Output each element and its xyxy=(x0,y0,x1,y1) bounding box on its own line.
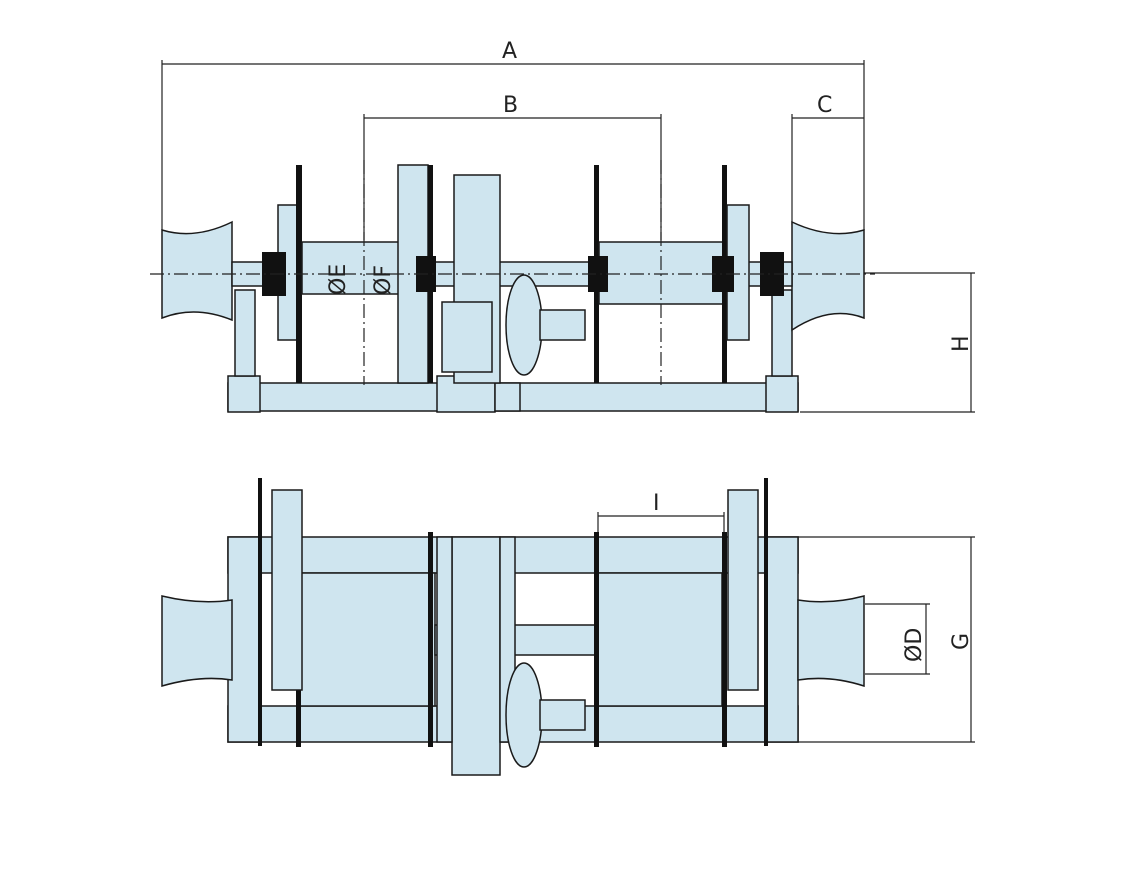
dimension-label-c: C xyxy=(817,93,832,118)
elevation-view: A B C ØE ØF H xyxy=(150,39,975,413)
dimension-label-d: ØD xyxy=(902,628,927,662)
dimension-label-e: ØE xyxy=(326,264,351,295)
dimension-label-g: G xyxy=(949,633,974,650)
plan-view: I ØD G xyxy=(161,478,975,776)
dimension-label-i: I xyxy=(653,491,660,516)
dimension-label-b: B xyxy=(503,93,518,118)
dimension-label-h: H xyxy=(949,335,974,352)
dimension-label-f: ØF xyxy=(371,265,396,295)
dimension-label-a: A xyxy=(502,39,517,64)
